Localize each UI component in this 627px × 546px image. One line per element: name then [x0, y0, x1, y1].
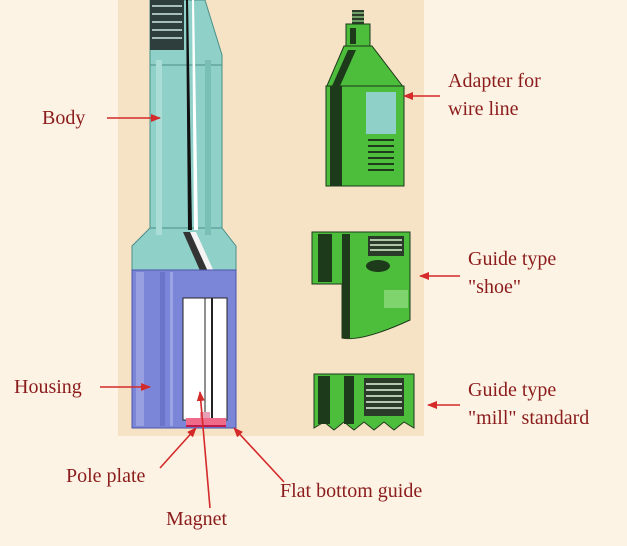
- body-label: Body: [42, 107, 86, 129]
- mill-label-line2: "mill" standard: [468, 407, 590, 429]
- magnet-label: Magnet: [166, 508, 228, 530]
- shoe-guide-part: [311, 231, 411, 340]
- shoe-label-line1: Guide type: [468, 248, 557, 270]
- mill-label-line1: Guide type: [468, 379, 557, 401]
- mill-guide-part: [313, 373, 415, 431]
- magnet-arrow: [196, 391, 211, 509]
- housing-label: Housing: [14, 376, 82, 398]
- flat-bottom-guide-arrow: [233, 427, 285, 483]
- shoe-label-line2: "shoe": [468, 276, 521, 298]
- pole-plate-arrow: [159, 427, 197, 469]
- housing-section: [131, 269, 237, 429]
- flat-bottom-guide-label: Flat bottom guide: [280, 480, 423, 502]
- body-section: [131, 0, 237, 298]
- pole-plate-label: Pole plate: [66, 465, 146, 487]
- adapter-label-line1: Adapter for: [448, 70, 541, 92]
- adapter-part: [325, 10, 406, 187]
- adapter-label-line2: wire line: [448, 98, 519, 120]
